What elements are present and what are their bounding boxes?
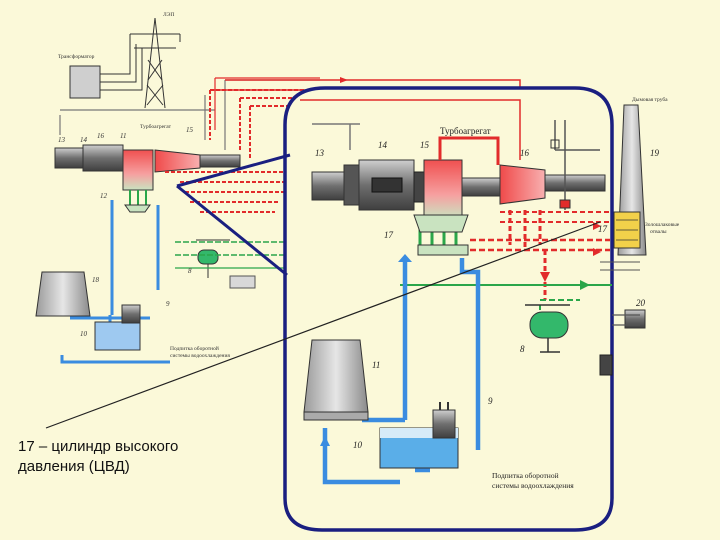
small-cooling-tower bbox=[35, 271, 91, 317]
water-lines bbox=[362, 258, 481, 450]
zoom-pump-icon bbox=[525, 304, 570, 353]
ash-label-1: Золошлаковые bbox=[645, 222, 680, 228]
power-tower-icon bbox=[129, 17, 181, 109]
small-cooling-label-2: системы водоохлаждения bbox=[170, 353, 230, 359]
cooling-label-1: Подпитка оборотной bbox=[492, 471, 559, 480]
zoom-generator bbox=[358, 159, 415, 211]
transformer-icon bbox=[69, 65, 101, 99]
zoom-hp-cylinder bbox=[423, 159, 463, 219]
num-16: 16 bbox=[97, 132, 105, 140]
small-hp-cylinder bbox=[122, 149, 154, 191]
znum-8: 8 bbox=[520, 344, 525, 354]
znum-14: 14 bbox=[378, 140, 388, 150]
znum-20: 20 bbox=[636, 298, 646, 308]
num-18: 18 bbox=[92, 276, 100, 284]
znum-17-right: 17 bbox=[598, 224, 608, 234]
zoom-connector-bottom bbox=[176, 184, 288, 277]
zoom-scheme: Подпитка оборотной системы водоохлаждени… bbox=[300, 99, 660, 490]
small-cooling-label-1: Подпитка оборотной bbox=[170, 345, 219, 352]
znum-17-left: 17 bbox=[384, 230, 394, 240]
znum-13: 13 bbox=[315, 148, 325, 158]
small-generator bbox=[82, 144, 124, 172]
znum-19: 19 bbox=[650, 148, 660, 158]
ash-label-2: отвалы bbox=[650, 229, 667, 235]
pointer-line bbox=[45, 221, 601, 429]
caption-text: 17 – цилиндр высокого давления (ЦВД) bbox=[18, 438, 179, 475]
znum-15: 15 bbox=[420, 140, 430, 150]
num-12: 12 bbox=[100, 192, 108, 200]
znum-11: 11 bbox=[372, 360, 380, 370]
small-exciter bbox=[54, 147, 84, 169]
num-13: 13 bbox=[58, 136, 66, 144]
zoom-cooling-tower bbox=[303, 339, 369, 413]
znum-10: 10 bbox=[353, 440, 363, 450]
small-lp-cylinder bbox=[154, 149, 201, 173]
num-11: 11 bbox=[120, 132, 126, 140]
steam-line-hp bbox=[438, 136, 500, 165]
num-9: 9 bbox=[166, 300, 170, 308]
zoom-connector-top bbox=[176, 153, 291, 188]
circulation-pump bbox=[432, 409, 456, 439]
znum-16: 16 bbox=[520, 148, 530, 158]
chimney-label: Дымовая труба bbox=[632, 96, 668, 103]
num-10: 10 bbox=[80, 330, 88, 338]
lep-label: ЛЭП bbox=[163, 12, 174, 18]
zoom-turbounit-label: Турбоагрегат bbox=[440, 126, 491, 136]
znum-9: 9 bbox=[488, 396, 493, 406]
zoom-exciter bbox=[311, 171, 345, 201]
num-14: 14 bbox=[80, 136, 88, 144]
right-structures: Дымовая труба Золошлаковые отвалы bbox=[600, 96, 680, 271]
small-cooling-pool bbox=[94, 321, 141, 351]
hp-nozzles bbox=[413, 214, 469, 256]
small-scheme: ЛЭП Трансформатор Турбоагрегат bbox=[35, 12, 320, 364]
zoom-lp-cylinder bbox=[499, 164, 546, 205]
num-8: 8 bbox=[188, 267, 192, 275]
small-turbounit-label: Турбоагрегат bbox=[140, 123, 172, 130]
num-15: 15 bbox=[186, 126, 194, 134]
cooling-label-2: системы водоохлаждения bbox=[492, 481, 574, 490]
transformer-label: Трансформатор bbox=[58, 53, 95, 60]
small-pump-icon bbox=[197, 249, 219, 265]
